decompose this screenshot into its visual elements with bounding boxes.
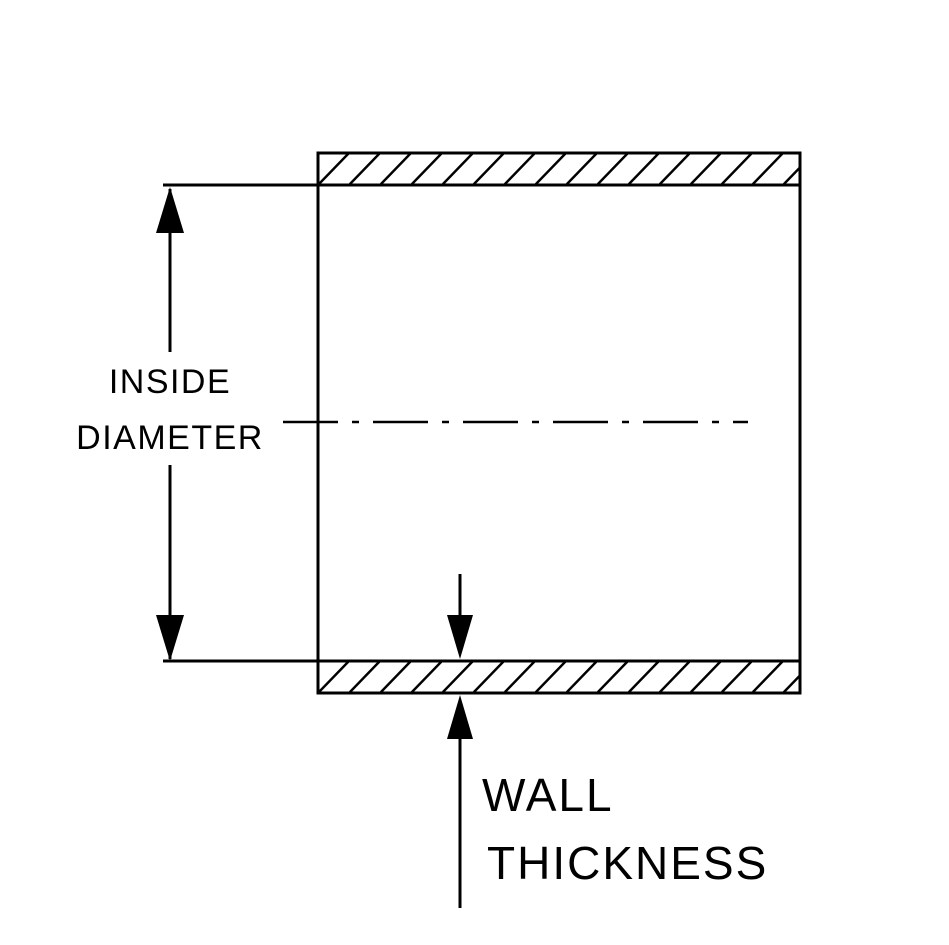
inside-diameter-label-line1: INSIDE — [109, 363, 231, 401]
bottom-wall-hatch — [316, 659, 802, 695]
inside-diameter-label-line2: DIAMETER — [76, 419, 264, 457]
top-wall-hatch — [316, 151, 802, 187]
wall-arrow-down-icon — [447, 615, 473, 659]
wall-thickness-label-line1: WALL — [482, 769, 614, 821]
wall-thickness-label-line2: THICKNESS — [487, 837, 768, 889]
arrow-down-icon — [156, 615, 184, 661]
wall-arrow-up-icon — [447, 695, 473, 739]
arrow-up-icon — [156, 187, 184, 233]
